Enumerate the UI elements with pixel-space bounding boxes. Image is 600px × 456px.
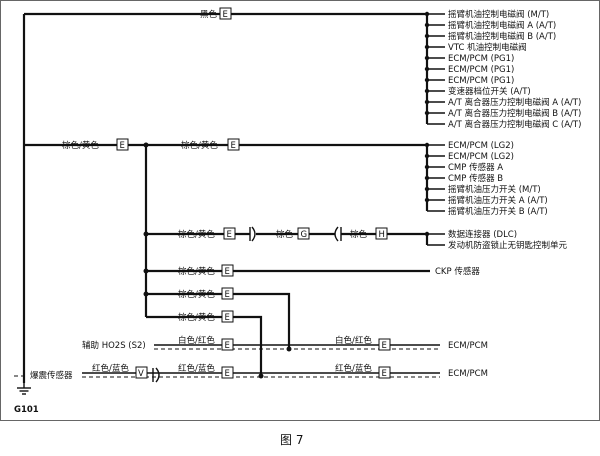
mid-component-3: CMP 传感器 B [424, 173, 503, 184]
dlc-component-0: 数据连接器 (DLC) [448, 229, 517, 240]
top-component-3: VTC 机油控制电磁阀 [424, 42, 527, 53]
ho2s-conn-left-label: E [225, 341, 230, 351]
dlc-branch: 棕色/黄色 E 棕色 G 棕色 H 数据连接器 (DLC) 发动机防盗锁止无钥匙… [143, 226, 568, 251]
mid-branch-connector-label: E [231, 141, 236, 151]
ground-label: G101 [14, 405, 39, 415]
svg-text:摇臂机油控制电磁阀 B (A/T): 摇臂机油控制电磁阀 B (A/T) [448, 31, 556, 42]
top-components: 摇臂机油控制电磁阀 (M/T) 摇臂机油控制电磁阀 A (A/T) 摇臂机油控制… [424, 9, 581, 130]
mid-component-0: ECM/PCM (LG2) [424, 141, 514, 151]
top-connector-box [219, 7, 232, 20]
top-component-9: A/T 离合器压力控制电磁阀 B (A/T) [424, 108, 581, 119]
ho2s-component: ECM/PCM [448, 341, 488, 351]
svg-text:ECM/PCM (PG1): ECM/PCM (PG1) [448, 54, 514, 64]
ho2s-wire-right-label: 白色/红色 [335, 335, 372, 346]
top-component-10: A/T 离合器压力控制电磁阀 C (A/T) [427, 119, 581, 130]
mid-component-4: 摇臂机油压力开关 (M/T) [424, 184, 541, 195]
ho2s-sensor-label: 辅助 HO2S (S2) [82, 340, 146, 351]
shield1-connector-label: E [225, 290, 230, 300]
svg-text:ECM/PCM (PG1): ECM/PCM (PG1) [448, 65, 514, 75]
mid-component-2: CMP 传感器 A [424, 162, 503, 173]
svg-text:A/T 离合器压力控制电磁阀 C (A/T): A/T 离合器压力控制电磁阀 C (A/T) [448, 119, 581, 130]
mid-wire-label: 棕色/黄色 [62, 140, 99, 151]
knock-conn1-label: V [138, 369, 144, 379]
ckp-connector-label: E [225, 267, 230, 277]
svg-text:摇臂机油控制电磁阀 A (A/T): 摇臂机油控制电磁阀 A (A/T) [448, 20, 556, 31]
dlc-wire3-label: 棕色 [350, 229, 368, 240]
knock-wire2-label: 红色/蓝色 [178, 363, 215, 374]
ckp-wire-label: 棕色/黄色 [178, 266, 215, 277]
ground-symbol [17, 383, 31, 395]
top-wire-label: 黑色 [200, 9, 218, 20]
knock-sensor-label: 爆震传感器 [30, 370, 73, 381]
top-component-2: 摇臂机油控制电磁阀 B (A/T) [424, 31, 556, 42]
top-component-1: 摇臂机油控制电磁阀 A (A/T) [424, 20, 556, 31]
top-component-4: ECM/PCM (PG1) [424, 54, 514, 64]
dlc-conn2-label: G [301, 230, 308, 240]
svg-text:ECM/PCM (LG2): ECM/PCM (LG2) [448, 141, 514, 151]
ho2s-row: 辅助 HO2S (S2) 白色/红色 E 白色/红色 E ECM/PCM [82, 335, 488, 351]
dlc-wire1-label: 棕色/黄色 [178, 229, 215, 240]
dlc-component-1: 发动机防盗锁止无钥匙控制单元 [448, 240, 568, 251]
mid-component-6: 摇臂机油压力开关 B (A/T) [427, 206, 548, 217]
top-component-6: ECM/PCM (PG1) [424, 76, 514, 86]
top-component-7: 变速器档位开关 (A/T) [424, 86, 531, 97]
top-component-5: ECM/PCM (PG1) [424, 65, 514, 75]
mid-connector-label: E [120, 141, 125, 151]
ho2s-conn-right-label: E [382, 341, 387, 351]
top-component-8: A/T 离合器压力控制电磁阀 A (A/T) [424, 97, 581, 108]
svg-text:ECM/PCM (PG1): ECM/PCM (PG1) [448, 76, 514, 86]
knock-conn3-label: E [382, 369, 387, 379]
knock-conn2-label: E [225, 369, 230, 379]
shield1-branch: 棕色/黄色 E [143, 287, 292, 352]
svg-text:摇臂机油压力开关 (M/T): 摇臂机油压力开关 (M/T) [448, 184, 541, 195]
knock-wire3-label: 红色/蓝色 [335, 363, 372, 374]
mid-connector-box [116, 138, 129, 151]
svg-text:摇臂机油压力开关 B (A/T): 摇臂机油压力开关 B (A/T) [448, 206, 548, 217]
svg-text:A/T 离合器压力控制电磁阀 A (A/T): A/T 离合器压力控制电磁阀 A (A/T) [448, 97, 581, 108]
svg-text:VTC 机油控制电磁阀: VTC 机油控制电磁阀 [448, 42, 527, 53]
svg-text:变速器档位开关 (A/T): 变速器档位开关 (A/T) [448, 86, 531, 97]
dlc-conn1-label: E [227, 230, 232, 240]
shield2-connector-label: E [225, 313, 230, 323]
svg-text:CMP 传感器 B: CMP 传感器 B [448, 173, 503, 184]
shield1-wire-label: 棕色/黄色 [178, 289, 215, 300]
mid-components: ECM/PCM (LG2) ECM/PCM (LG2) CMP 传感器 A CM… [424, 141, 548, 217]
shield2-wire-label: 棕色/黄色 [178, 312, 215, 323]
figure-caption: 图 7 [280, 433, 303, 447]
dlc-conn3-label: H [379, 230, 385, 240]
dlc-wire2-label: 棕色 [276, 229, 294, 240]
svg-text:CMP 传感器 A: CMP 传感器 A [448, 162, 503, 173]
mid-component-5: 摇臂机油压力开关 A (A/T) [424, 195, 548, 206]
knock-row: 爆震传感器 红色/蓝色 V 红色/蓝色 E 红色/蓝色 E ECM/PCM [14, 363, 488, 383]
mid-component-1: ECM/PCM (LG2) [424, 152, 514, 162]
ho2s-wire-left-label: 白色/红色 [178, 335, 215, 346]
mid-branch-connector-box [227, 138, 240, 151]
svg-text:ECM/PCM (LG2): ECM/PCM (LG2) [448, 152, 514, 162]
svg-text:摇臂机油控制电磁阀 (M/T): 摇臂机油控制电磁阀 (M/T) [448, 9, 549, 20]
ckp-branch: 棕色/黄色 E CKP 传感器 [143, 264, 480, 277]
top-component-0: 摇臂机油控制电磁阀 (M/T) [424, 9, 549, 20]
knock-wire1-label: 红色/蓝色 [92, 363, 129, 374]
knock-component: ECM/PCM [448, 369, 488, 379]
mid-branch-label: 棕色/黄色 [181, 140, 218, 151]
svg-text:摇臂机油压力开关 A (A/T): 摇臂机油压力开关 A (A/T) [448, 195, 548, 206]
svg-text:A/T 离合器压力控制电磁阀 B (A/T): A/T 离合器压力控制电磁阀 B (A/T) [448, 108, 581, 119]
ckp-component: CKP 传感器 [435, 266, 480, 277]
top-connector-label: E [223, 10, 228, 20]
